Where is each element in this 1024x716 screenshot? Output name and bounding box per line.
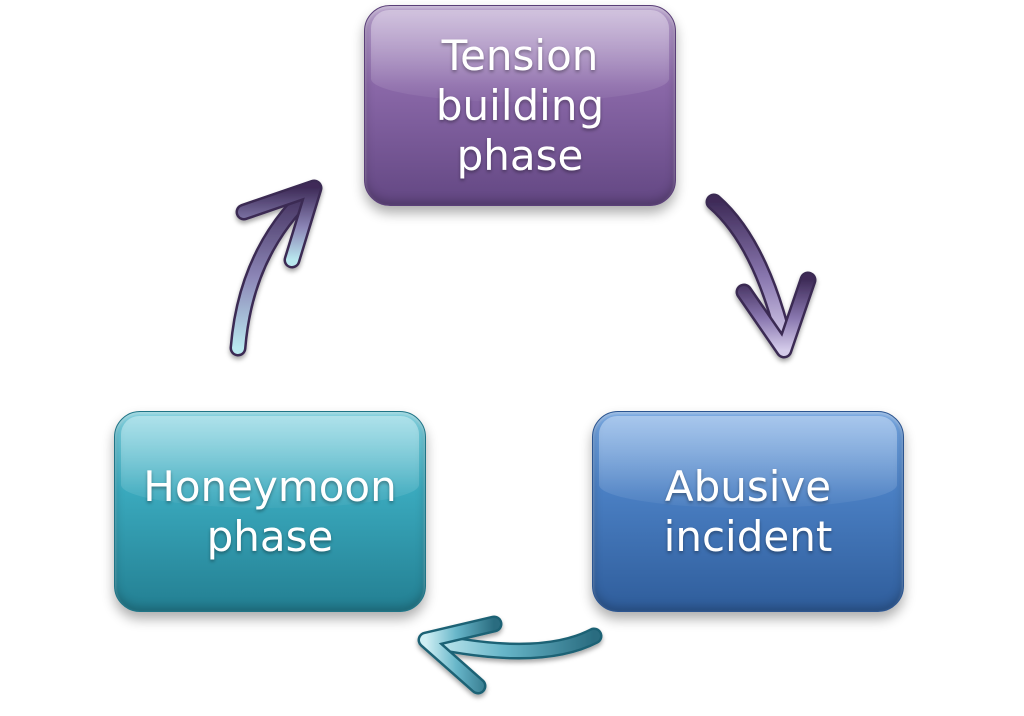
node-abusive-incident: Abusive incident bbox=[592, 411, 904, 612]
node-label-tension: Tension building phase bbox=[435, 30, 605, 180]
node-honeymoon-phase: Honeymoon phase bbox=[114, 411, 426, 612]
node-label-honeymoon: Honeymoon phase bbox=[143, 461, 397, 561]
arrow-tension-to-abusive bbox=[705, 193, 817, 359]
arrow-honeymoon-to-tension bbox=[229, 179, 323, 357]
node-label-abusive: Abusive incident bbox=[663, 461, 833, 561]
node-tension-building-phase: Tension building phase bbox=[364, 5, 676, 206]
arrow-abusive-to-honeymoon bbox=[417, 615, 603, 695]
